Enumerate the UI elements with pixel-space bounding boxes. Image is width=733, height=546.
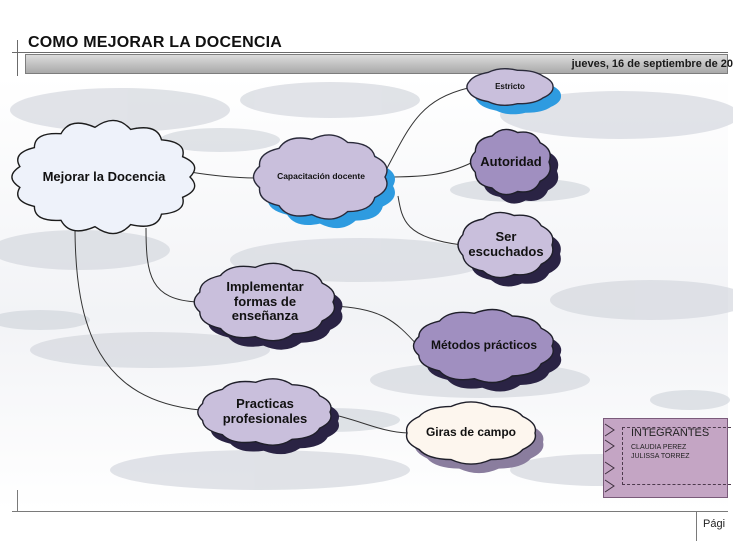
connector-mejorar-capacitacion — [189, 171, 259, 179]
date-text: jueves, 16 de septiembre de 20 — [571, 58, 733, 70]
footer-left-tick — [17, 490, 18, 512]
node-implementar-cloud-icon — [193, 262, 343, 350]
member-name: CLAUDIA PEREZ — [631, 444, 687, 451]
node-layer — [11, 68, 562, 474]
node-practicas-cloud-icon — [197, 378, 340, 455]
connector-capacitacion-escuchados — [397, 195, 463, 246]
node-autoridad-cloud-icon — [469, 128, 559, 204]
node-giras-cloud-icon — [405, 401, 544, 474]
connector-implementar-metodos — [332, 305, 419, 347]
footer-tick — [696, 511, 697, 541]
node-cloud — [193, 262, 336, 342]
node-cloud — [252, 134, 388, 220]
members-box: INTEGRANTES CLAUDIA PEREZ JULISSA TORREZ — [603, 418, 731, 498]
page-number-label: Pági — [703, 518, 726, 530]
footer-rule — [12, 511, 728, 512]
node-cloud — [197, 378, 332, 446]
node-cloud — [469, 128, 551, 196]
node-label-giras: Giras de campo — [425, 425, 517, 440]
node-cloud — [457, 211, 554, 279]
node-cloud — [412, 308, 554, 384]
node-estricto-cloud-icon — [466, 68, 562, 115]
node-metodos-cloud-icon — [412, 308, 562, 392]
node-mejorar-cloud-icon — [11, 119, 196, 235]
members-frame: INTEGRANTES CLAUDIA PEREZ JULISSA TORREZ — [622, 427, 731, 485]
connector-mejorar-implementar — [145, 227, 199, 303]
page-title: COMO MEJORAR LA DOCENCIA — [28, 34, 282, 51]
node-cloud — [405, 401, 537, 465]
connector-capacitacion-estricto — [384, 87, 469, 173]
node-label-capacitacion: Capacitación docente — [277, 171, 365, 182]
connector-mejorar-practicas — [74, 225, 201, 411]
node-label-escuchados: Ser escuchados — [468, 229, 544, 259]
node-label-implementar: Implementar formas de enseñanza — [226, 278, 304, 324]
connector-layer — [74, 87, 474, 434]
date-bar: jueves, 16 de septiembre de 20 — [25, 54, 733, 74]
node-escuchados-cloud-icon — [457, 211, 561, 287]
node-cloud — [11, 119, 196, 235]
node-cloud — [466, 68, 554, 106]
node-label-practicas: Practicas profesionales — [222, 396, 308, 426]
zigzag-edge-icon — [604, 423, 615, 493]
member-name: JULISSA TORREZ — [631, 453, 690, 460]
title-rule — [12, 52, 728, 53]
members-heading: INTEGRANTES — [631, 427, 710, 439]
node-label-autoridad: Autoridad — [480, 153, 542, 169]
node-capacitacion-cloud-icon — [252, 134, 395, 229]
title-rule-tick — [17, 40, 18, 76]
connector-capacitacion-autoridad — [384, 161, 474, 178]
node-label-mejorar: Mejorar la Docencia — [42, 168, 166, 184]
node-label-metodos: Métodos prácticos — [430, 338, 538, 353]
connector-practicas-giras — [329, 413, 409, 434]
node-label-estricto: Estricto — [495, 82, 525, 92]
